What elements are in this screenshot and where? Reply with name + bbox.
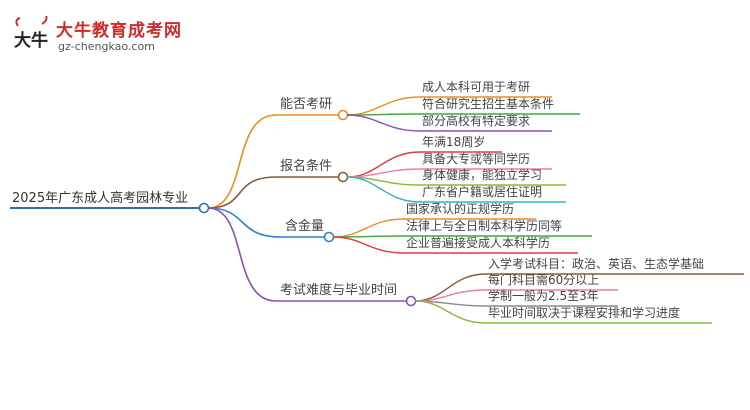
- branch-to-leaf-link: [346, 96, 421, 116]
- branch-label: 含金量: [285, 219, 325, 234]
- branch-to-leaf-link: [346, 114, 421, 132]
- leaf-label: 学制一般为2.5至3年: [488, 289, 599, 303]
- branch-to-leaf-link: [332, 218, 405, 238]
- branch-label: 报名条件: [280, 159, 333, 174]
- leaf-label: 部分高校有特定要求: [422, 114, 531, 128]
- leaf-label: 广东省户籍或居住证明: [422, 185, 543, 199]
- branch-node: [337, 109, 349, 121]
- branch-label: 考试难度与毕业时间: [280, 283, 398, 298]
- leaf-label: 每门科目需60分以上: [488, 273, 600, 287]
- leaf-label: 法律上与全日制本科学历同等: [406, 219, 563, 233]
- root-to-branch-link: [207, 207, 277, 302]
- root-node: [198, 202, 210, 214]
- branch-to-leaf-link: [414, 300, 487, 324]
- leaf-label: 符合研究生招生基本条件: [422, 97, 555, 111]
- logo-icon-text: 大牛: [14, 30, 48, 51]
- root-to-branch-link: [207, 207, 282, 238]
- leaf-label: 毕业时间取决于课程安排和学习进度: [488, 306, 681, 320]
- root-to-branch-link: [207, 176, 277, 209]
- branch-label: 能否考研: [280, 97, 333, 112]
- logo-title: 大牛教育成考网: [56, 21, 182, 41]
- bull-logo-icon: 大牛: [14, 16, 48, 51]
- site-logo[interactable]: 大牛 大牛教育成考网 gz-chengkao.com: [12, 14, 202, 58]
- leaf-label: 年满18周岁: [422, 135, 486, 149]
- logo-url: gz-chengkao.com: [58, 40, 155, 53]
- leaf-label: 企业普遍接受成人本科学历: [406, 236, 551, 250]
- leaf-label: 入学考试科目：政治、英语、生态学基础: [488, 257, 705, 271]
- branch-node: [323, 231, 335, 243]
- leaf-label: 国家承认的正规学历: [406, 202, 515, 216]
- branch-node: [337, 171, 349, 183]
- root-label: 2025年广东成人高考园林专业: [12, 191, 189, 206]
- leaf-label: 成人本科可用于考研: [422, 80, 531, 94]
- leaf-label: 具备大专或等同学历: [422, 152, 531, 166]
- branch-to-leaf-link: [414, 273, 487, 302]
- branch-node: [405, 295, 417, 307]
- root-to-branch-link: [207, 114, 277, 209]
- branch-to-leaf-link: [346, 176, 421, 203]
- branch-to-leaf-link: [332, 236, 405, 254]
- leaf-label: 身体健康，能独立学习: [422, 168, 543, 182]
